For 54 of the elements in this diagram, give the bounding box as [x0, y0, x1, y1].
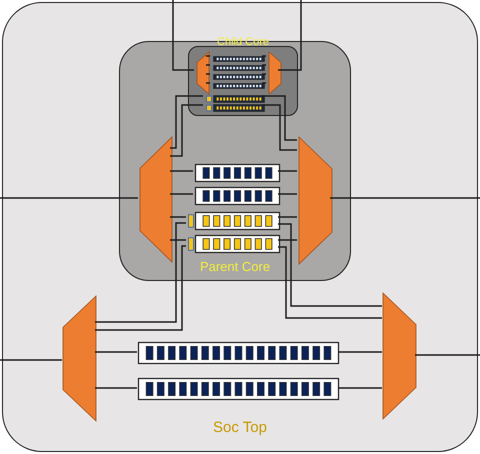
wire [95, 387, 137, 389]
wire [278, 170, 297, 172]
scan-chain [138, 378, 339, 400]
wire [278, 0, 302, 71]
wire [262, 82, 266, 84]
wire [170, 104, 203, 157]
scan-chain [138, 342, 339, 364]
wire [415, 354, 480, 356]
scan-chain [195, 164, 280, 182]
wire [206, 73, 210, 75]
wire [95, 351, 137, 353]
scan-chain [213, 74, 265, 80]
wire [170, 193, 193, 195]
wire [278, 193, 297, 195]
wire [278, 223, 382, 307]
wire [95, 222, 186, 323]
wire [206, 55, 210, 57]
scan-chain [213, 83, 265, 89]
wire [170, 95, 203, 149]
mux-trapezoid [140, 137, 172, 262]
wire [170, 170, 193, 172]
wire [262, 104, 297, 151]
scan-chain [188, 235, 280, 253]
wire [170, 216, 186, 218]
wire [0, 359, 62, 361]
scan-chain [206, 95, 265, 103]
mux-trapezoid [63, 296, 96, 421]
wire [262, 64, 266, 66]
wire [206, 64, 210, 66]
wire [95, 245, 186, 331]
wire [278, 239, 297, 241]
scan-chain [206, 104, 265, 112]
wire [172, 0, 194, 71]
mux-trapezoid [269, 52, 281, 94]
scan-chain [213, 56, 265, 62]
wire [338, 387, 382, 389]
wire [338, 351, 382, 353]
scan-chain [195, 187, 280, 205]
wire [262, 73, 266, 75]
scan-chain [188, 212, 280, 230]
wire [278, 246, 382, 319]
wire [330, 197, 480, 199]
mux-trapezoid [383, 293, 416, 419]
block-title: Parent Core [200, 259, 270, 274]
block-title: Soc Top [213, 419, 267, 436]
mux-trapezoid [299, 137, 332, 264]
wire [262, 95, 297, 141]
mux-trapezoid [197, 52, 209, 94]
wire [170, 239, 186, 241]
scan-chain [213, 65, 265, 71]
wire [0, 197, 138, 199]
wire [262, 55, 266, 57]
wire [278, 216, 297, 218]
wire [206, 82, 210, 84]
